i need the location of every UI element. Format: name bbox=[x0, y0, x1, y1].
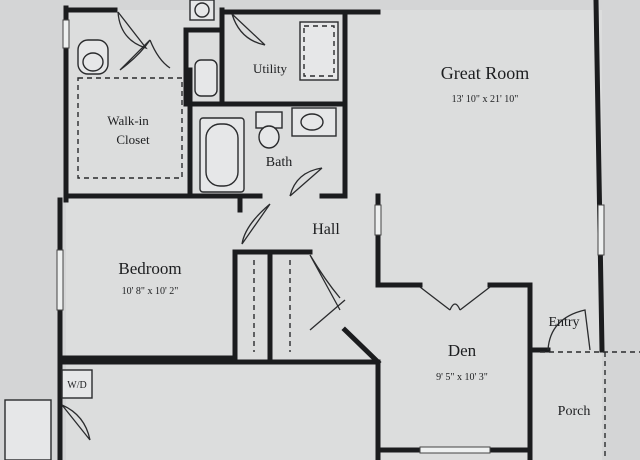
walk-in-closet-label-line2: Closet bbox=[116, 132, 150, 147]
washer-dryer-box bbox=[61, 369, 93, 399]
fixtures bbox=[4, 0, 339, 460]
entry-label: Entry bbox=[548, 315, 579, 330]
great-room-label: Great Room bbox=[441, 63, 529, 83]
door-swings bbox=[61, 11, 591, 441]
washer-dryer-label: W/D bbox=[67, 380, 86, 391]
toilet-icon bbox=[194, 59, 218, 97]
utility-label: Utility bbox=[253, 61, 287, 76]
walls bbox=[57, 0, 640, 460]
den-dimensions: 9' 5" x 10' 3" bbox=[436, 372, 488, 383]
plan-interior bbox=[66, 10, 602, 460]
porch-label: Porch bbox=[558, 404, 591, 419]
den-label: Den bbox=[448, 341, 477, 360]
water-heater-box bbox=[4, 399, 52, 460]
bedroom-dimensions: 10' 8" x 10' 2" bbox=[122, 286, 179, 297]
room-labels: Great Room 13' 10" x 21' 10" Utility Wal… bbox=[67, 61, 590, 419]
bath-label: Bath bbox=[266, 155, 292, 170]
great-room-dimensions: 13' 10" x 21' 10" bbox=[452, 94, 519, 105]
hall-label: Hall bbox=[312, 221, 340, 238]
bedroom-label: Bedroom bbox=[118, 259, 181, 278]
walk-in-closet-label-line1: Walk-in bbox=[107, 113, 149, 128]
windows bbox=[56, 19, 605, 454]
